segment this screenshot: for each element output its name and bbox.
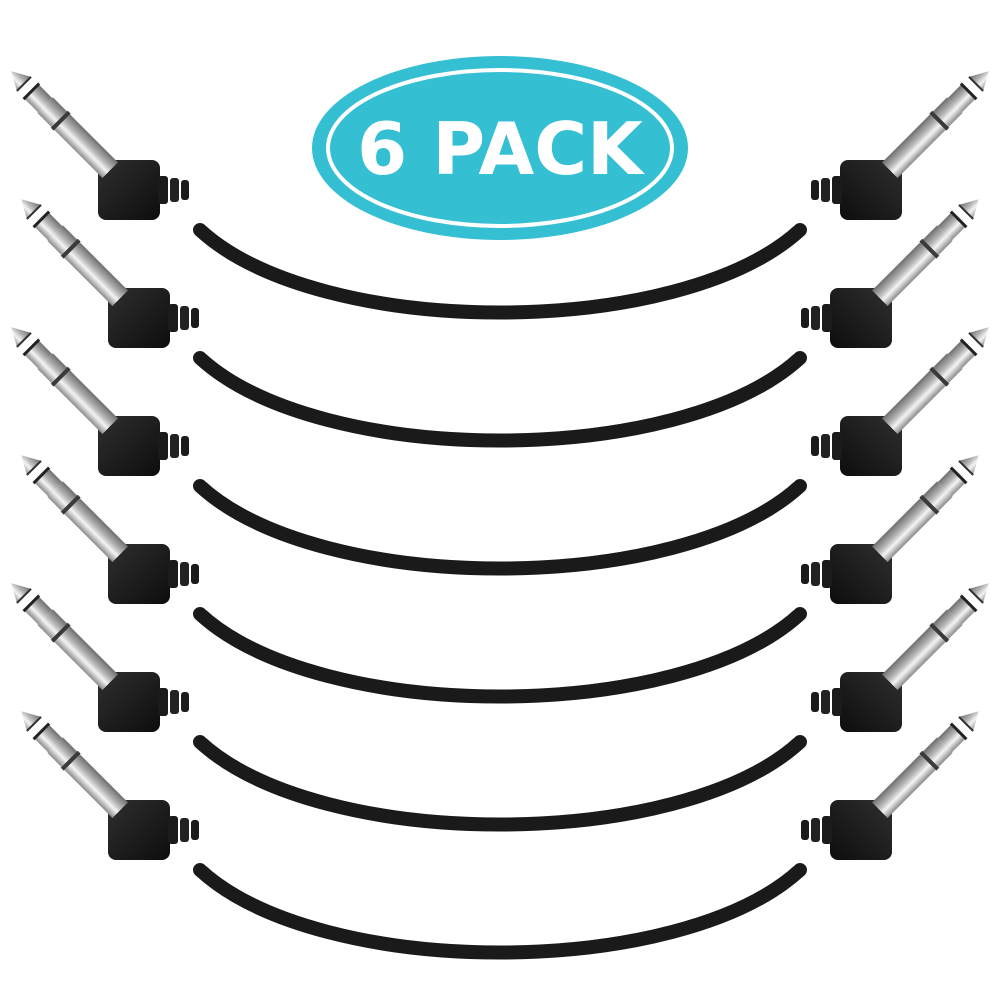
cable-wire — [193, 351, 807, 448]
six-pack-badge: 6 PACK — [312, 56, 688, 240]
cable-wire — [193, 607, 807, 704]
badge-text: 6 PACK — [357, 107, 645, 191]
cable-wire — [193, 479, 807, 576]
patch-cable — [2, 318, 998, 576]
cable-wire — [193, 735, 807, 832]
patch-cable — [2, 62, 998, 320]
patch-cable — [2, 574, 998, 832]
cable-stack — [2, 62, 998, 960]
patch-cable — [12, 190, 988, 448]
patch-cable — [12, 702, 988, 960]
patch-cable — [12, 446, 988, 704]
cable-wire — [193, 863, 807, 960]
cable-wire — [193, 223, 807, 320]
